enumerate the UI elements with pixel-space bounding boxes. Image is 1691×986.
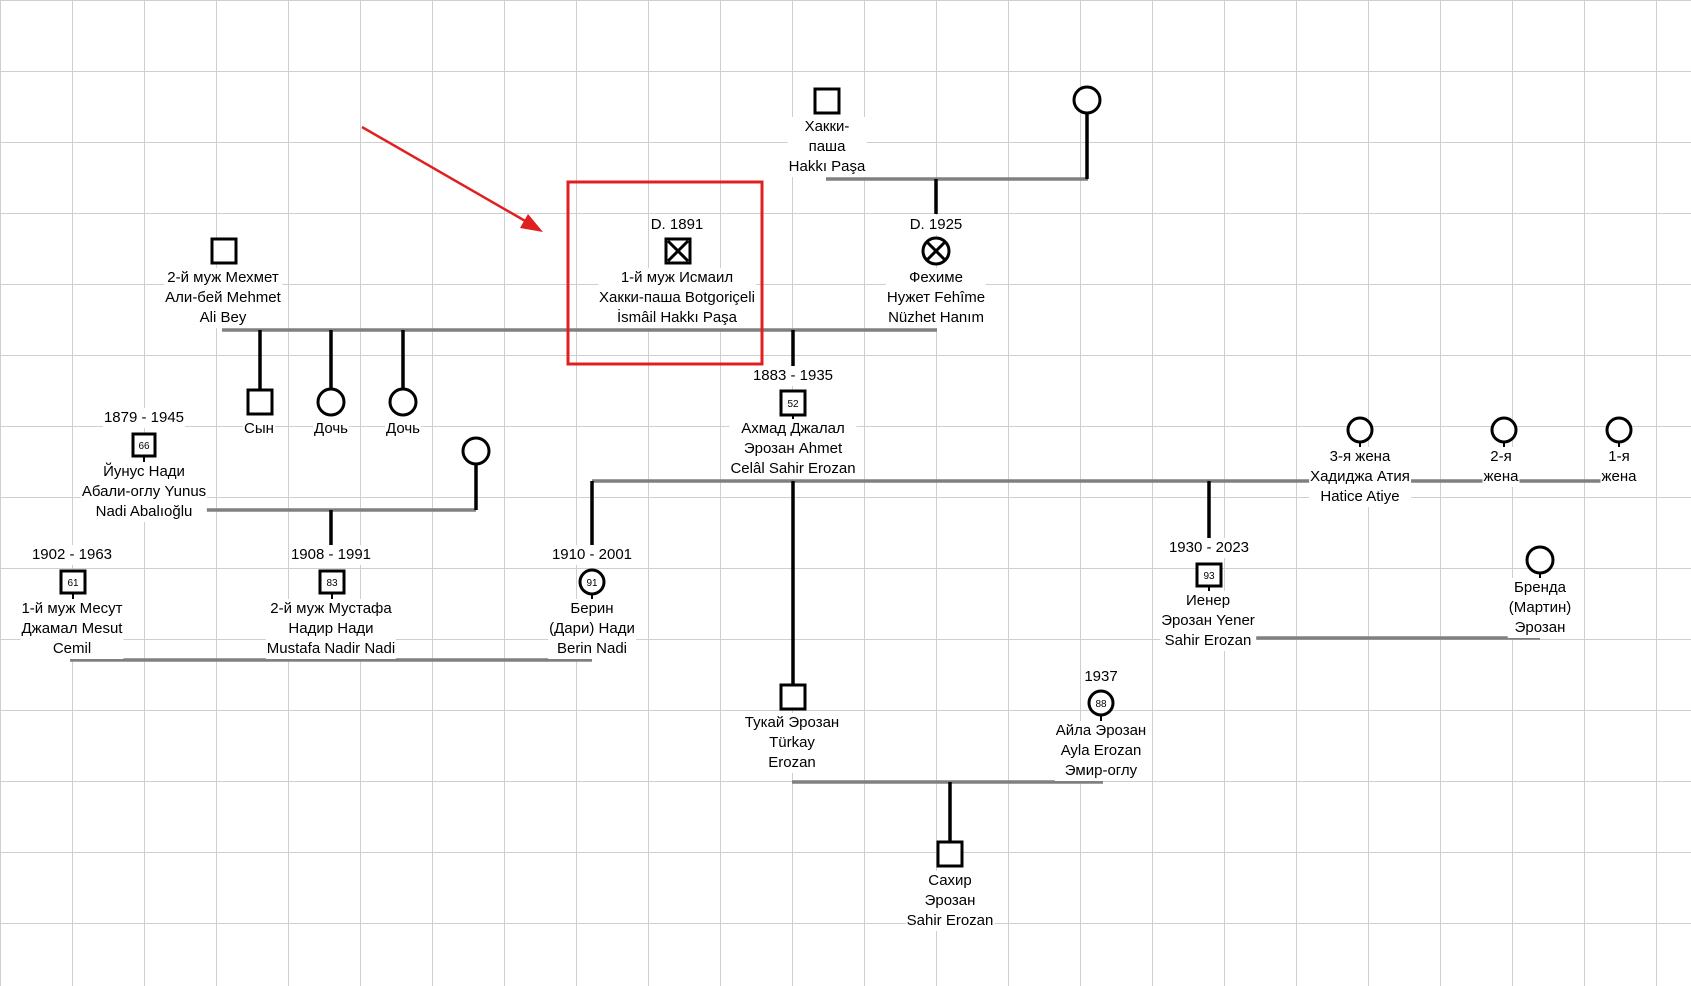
person-label-daughter: Дочь <box>313 419 349 439</box>
age-label: 66 <box>138 441 150 452</box>
highlight-box <box>566 180 764 366</box>
female-symbol <box>461 436 491 466</box>
male-symbol <box>210 237 238 265</box>
age-label: 83 <box>326 578 338 589</box>
person-label-ismail: 1-й муж Исмаил Хакки-паша Botgoriçeli İs… <box>598 268 756 328</box>
age-label: 93 <box>1203 571 1215 582</box>
deceased-male-symbol <box>664 237 692 265</box>
age-label: 61 <box>67 578 79 589</box>
person-dates: 1883 - 1935 <box>751 366 835 386</box>
male-symbol <box>936 840 964 868</box>
person-label-brenda: Бренда (Мартин) Эрозан <box>1507 578 1573 638</box>
age-label: 91 <box>586 578 598 589</box>
person-label-yunus: Йунус Нади Абали-оглу Yunus Nadi Abalıoğ… <box>80 462 208 522</box>
person-label-wife1: 1-я жена <box>1600 447 1638 487</box>
person-label-ayla: Айла Эрозан Ayla Erozan Эмир-оглу <box>1054 721 1148 781</box>
person-label-berin: Берин (Дари) Нади Berin Nadi <box>548 599 636 659</box>
person-label-ahmad: Ахмад Джалал Эрозан Ahmet Celâl Sahir Er… <box>729 419 857 479</box>
female-symbol <box>1605 416 1633 444</box>
age-label: 88 <box>1095 699 1107 710</box>
person-label-mesut: 1-й муж Месут Джамал Mesut Cemil <box>20 599 124 659</box>
person-label-hakki-pasha: Хакки- паша Hakkı Paşa <box>787 117 867 177</box>
person-dates: 1902 - 1963 <box>30 545 114 565</box>
person-label-mustafa: 2-й муж Мустафа Надир Нади Mustafa Nadir… <box>265 599 397 659</box>
deceased-female-symbol <box>921 236 951 266</box>
female-symbol <box>1072 85 1102 115</box>
descent-lines <box>258 113 1211 842</box>
person-label-yener: Иенер Эрозан Yener Sahir Erozan <box>1160 591 1256 651</box>
female-symbol <box>316 387 346 417</box>
person-dates: D. 1891 <box>649 215 705 235</box>
female-symbol <box>388 387 418 417</box>
person-dates: D. 1925 <box>908 215 964 235</box>
female-symbol <box>1525 545 1555 575</box>
person-label-daughter: Дочь <box>385 419 421 439</box>
person-label-wife2: 2-я жена <box>1482 447 1520 487</box>
arrow-icon <box>361 125 543 232</box>
male-symbol <box>813 87 841 115</box>
person-dates: 1908 - 1991 <box>289 545 373 565</box>
person-dates: 1937 <box>1083 667 1119 687</box>
person-label-son: Сын <box>243 419 275 439</box>
male-symbol <box>246 388 274 416</box>
female-symbol <box>1490 416 1518 444</box>
person-label-fehime: Фехиме Нужет Fehîme Nüzhet Hanım <box>885 268 987 328</box>
age-label: 52 <box>787 399 799 410</box>
person-label-mehmet: 2-й муж Мехмет Али-бей Mehmet Ali Bey <box>164 268 282 328</box>
person-dates: 1879 - 1945 <box>102 408 186 428</box>
person-dates: 1910 - 2001 <box>550 545 634 565</box>
person-label-turkay: Тукай Эрозан Türkay Erozan <box>743 713 841 773</box>
person-label-wife3: 3-я жена Хадиджа Атия Hatice Atiye <box>1309 447 1411 507</box>
person-dates: 1930 - 2023 <box>1167 538 1251 558</box>
male-symbol <box>779 683 807 711</box>
female-symbol <box>1346 416 1374 444</box>
person-label-sahir: Сахир Эрозан Sahir Erozan <box>905 871 995 931</box>
